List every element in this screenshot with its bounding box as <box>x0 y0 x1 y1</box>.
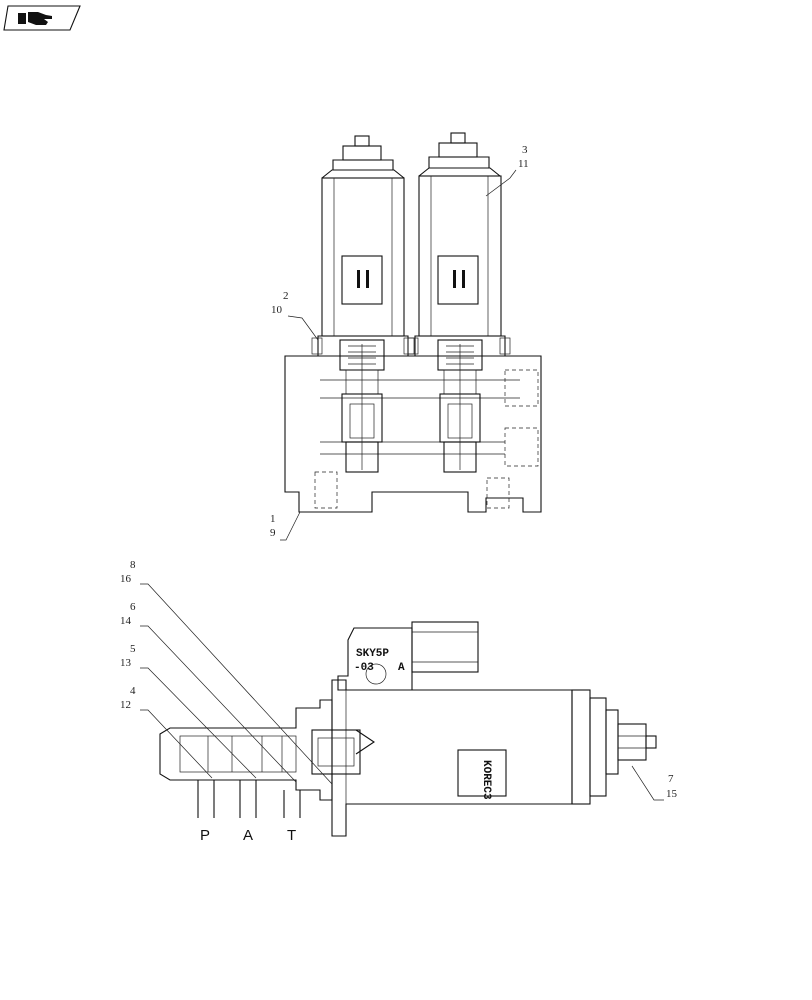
left-solenoid <box>311 135 415 357</box>
svg-text:1: 1 <box>270 513 276 525</box>
port-t-label: T <box>287 827 296 844</box>
right-solenoid <box>407 132 511 357</box>
hand-pointer-icon[interactable] <box>3 5 81 31</box>
svg-text:16: 16 <box>120 573 132 585</box>
svg-text:14: 14 <box>120 615 132 627</box>
svg-text:SKY5P: SKY5P <box>356 648 389 660</box>
callout-2-10: 2 10 <box>271 290 319 341</box>
callout-4-12: 4 12 <box>120 685 213 779</box>
callout-7-15: 7 15 <box>631 765 678 801</box>
svg-text:3: 3 <box>522 144 528 156</box>
svg-text:9: 9 <box>270 527 276 539</box>
svg-text:15: 15 <box>666 788 678 800</box>
valve-block-top-view <box>284 132 542 513</box>
svg-text:7: 7 <box>668 773 674 785</box>
svg-text:8: 8 <box>130 559 136 571</box>
svg-text:A: A <box>398 662 405 674</box>
manifold-body <box>284 339 542 513</box>
port-p-label: P <box>200 827 210 844</box>
port-a-label: A <box>243 827 253 844</box>
svg-text:4: 4 <box>130 685 136 697</box>
svg-text:6: 6 <box>130 601 136 613</box>
svg-text:13: 13 <box>120 657 132 669</box>
callout-5-13: 5 13 <box>120 643 257 779</box>
svg-text:2: 2 <box>283 290 289 302</box>
solenoid-valve-side-view: SKY5P -03 A KOREC3 <box>159 621 657 837</box>
svg-text:10: 10 <box>271 304 283 316</box>
svg-text:-03: -03 <box>354 662 374 674</box>
svg-text:12: 12 <box>120 699 131 711</box>
svg-text:KOREC3: KOREC3 <box>480 760 492 800</box>
callout-8-16: 8 16 <box>120 559 333 785</box>
callout-1-9: 1 9 <box>270 511 301 541</box>
callout-6-14: 6 14 <box>120 601 297 783</box>
callout-3-11: 3 11 <box>485 144 529 197</box>
svg-text:5: 5 <box>130 643 136 655</box>
svg-text:11: 11 <box>518 158 529 170</box>
